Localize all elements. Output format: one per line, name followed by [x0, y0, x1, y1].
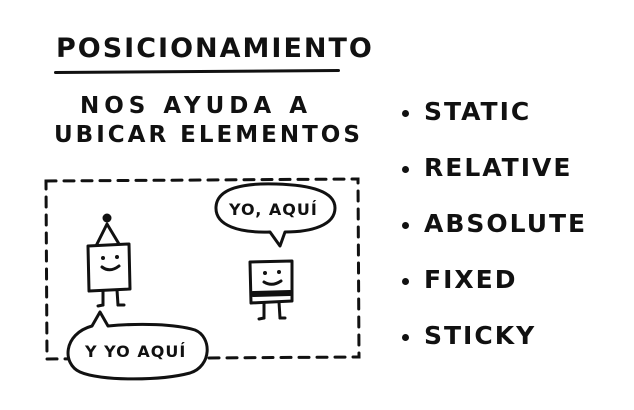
- list-item-absolute: ABSOLUTE: [402, 204, 587, 260]
- character-left-eye-left: [101, 256, 105, 260]
- subtitle-line-2: UBICAR ELEMENTOS: [54, 122, 363, 148]
- position-values-list: STATIC RELATIVE ABSOLUTE FIXED STICKY: [402, 92, 587, 372]
- list-item-label: ABSOLUTE: [424, 209, 588, 238]
- dashed-container: [44, 177, 361, 361]
- bullet-icon: [402, 110, 409, 117]
- character-left-body: [86, 242, 132, 293]
- subtitle-line-1: NOS AYUDA A: [80, 93, 313, 119]
- character-right-mouth: [262, 279, 283, 286]
- speech-bubble-bottom-text: Y YO AQUÍ: [85, 342, 187, 361]
- bullet-icon: [402, 166, 409, 173]
- character-left: [86, 213, 132, 308]
- speech-bubble-bottom: [66, 310, 209, 381]
- character-left-leg-right: [115, 288, 120, 307]
- page-title: POSICIONAMIENTO: [56, 33, 374, 64]
- bullet-icon: [402, 222, 409, 229]
- character-left-hat: [94, 222, 121, 248]
- character-left-foot-left: [96, 303, 105, 308]
- list-item-sticky: STICKY: [402, 316, 587, 372]
- bullet-icon: [402, 334, 409, 341]
- speech-bubble-top: [214, 182, 337, 248]
- character-right-shadow: [250, 290, 293, 297]
- character-right-leg-right: [277, 300, 282, 320]
- list-item-label: STICKY: [424, 321, 537, 350]
- list-item-label: FIXED: [424, 265, 518, 294]
- character-right-eye-left: [263, 271, 267, 275]
- character-right-eye-right: [277, 270, 281, 274]
- list-item-static: STATIC: [402, 92, 587, 148]
- list-item-relative: RELATIVE: [402, 148, 587, 204]
- character-right: [248, 259, 294, 321]
- character-right-foot-left: [257, 316, 266, 321]
- speech-bubble-top-text: YO, AQUÍ: [229, 200, 318, 219]
- bullet-icon: [402, 278, 409, 285]
- list-item-fixed: FIXED: [402, 260, 587, 316]
- list-item-label: STATIC: [424, 97, 532, 126]
- character-left-mouth: [100, 264, 121, 272]
- character-left-eye-right: [115, 255, 119, 259]
- list-item-label: RELATIVE: [424, 153, 573, 182]
- character-left-hat-pom: [102, 213, 112, 223]
